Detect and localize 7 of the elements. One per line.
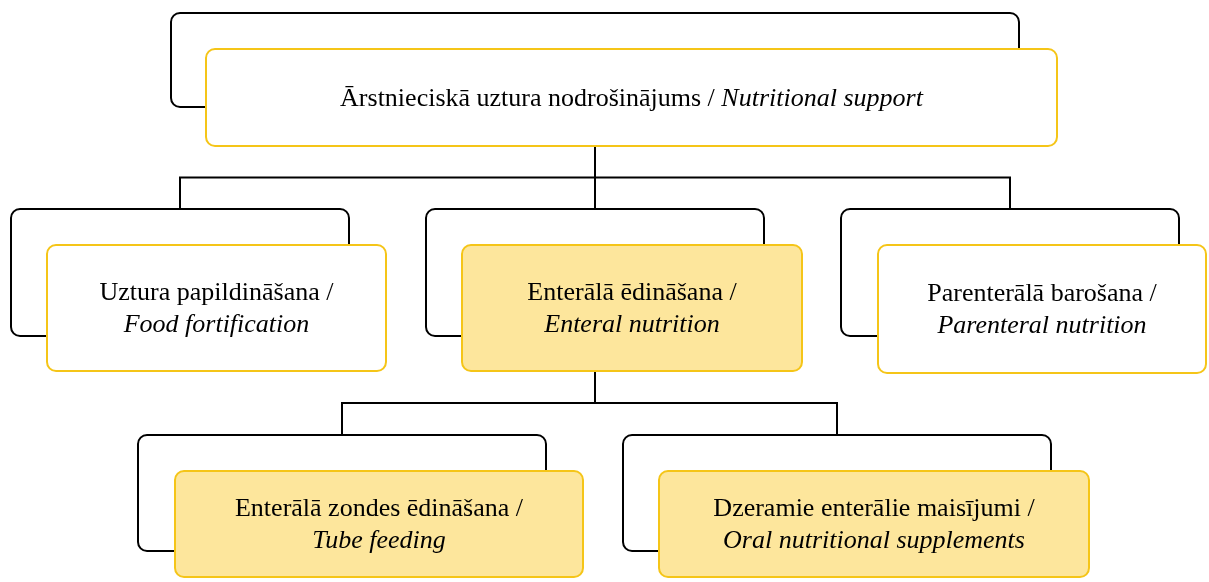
process-box: Enterālā ēdināšana / Enteral nutrition [461, 244, 803, 372]
process-box: Enterālā zondes ēdināšana / Tube feeding [174, 470, 584, 578]
connector-line [594, 371, 838, 435]
process-box: Parenterālā barošana / Parenteral nutrition [877, 244, 1207, 374]
process-box: Ārstnieciskā uztura nodrošinājums / Nutritional support [205, 48, 1058, 147]
process-box: Uztura papildināšana / Food fortification [46, 244, 387, 372]
process-box: Dzeramie enterālie maisījumi / Oral nutritional supplements [658, 470, 1090, 578]
